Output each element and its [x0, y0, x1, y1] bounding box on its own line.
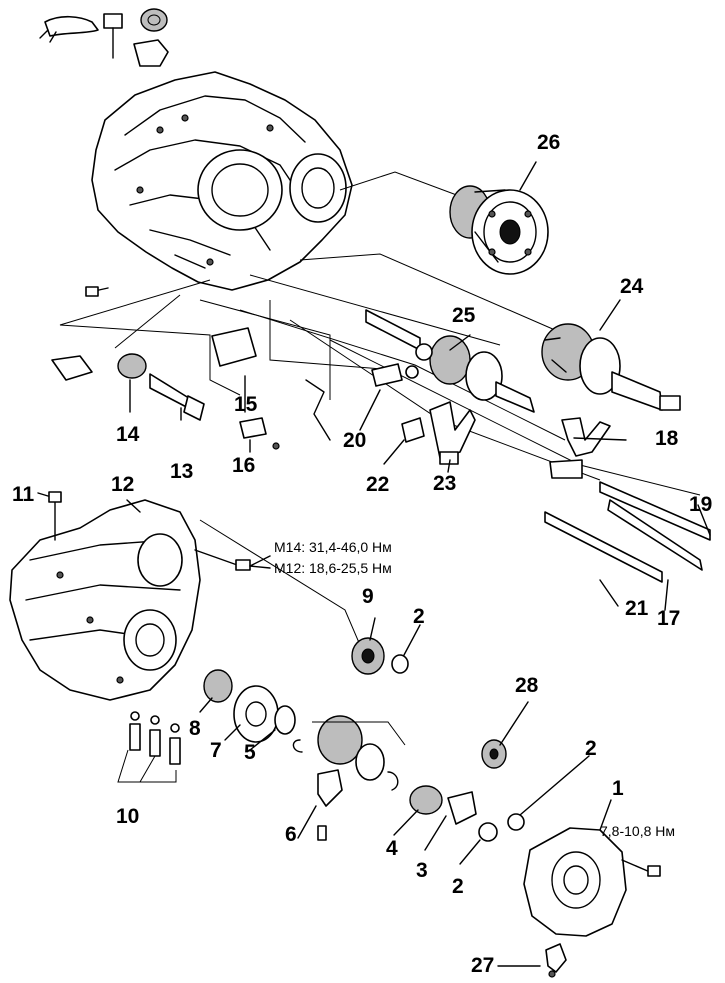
callout-6: 5 [244, 741, 256, 764]
torque-spec-m14: M14: 31,4-46,0 Нм [274, 539, 392, 555]
part-29 [481, 739, 507, 769]
input-shaft-part-26 [365, 309, 535, 413]
rear-cover-part-1 [523, 827, 661, 978]
callout-25: 24 [620, 275, 644, 298]
callout-2-upper: 2 [413, 605, 425, 628]
callout-1: 1 [612, 777, 624, 800]
callout-27: 26 [537, 131, 561, 154]
selector-parts-14-17 [51, 327, 280, 450]
callout-22: 21 [625, 597, 649, 620]
callout-17: 16 [232, 454, 256, 477]
callout-2-lower: 2 [585, 737, 597, 760]
callout-19: 18 [655, 427, 679, 450]
callout-23: 22 [366, 473, 390, 496]
callout-11: 10 [116, 805, 140, 828]
callout-leader-lines [37, 161, 711, 967]
gear-part-10 [351, 637, 409, 675]
callout-7: 6 [285, 823, 297, 846]
torque-spec-m12: M12: 18,6-25,5 Нм [274, 560, 392, 576]
callout-4: 3 [416, 859, 428, 882]
gear-train-parts [203, 669, 525, 842]
callout-28: 27 [471, 954, 495, 977]
detent-springs-part-11 [117, 711, 181, 783]
callout-20: 19 [689, 493, 713, 516]
callout-5: 4 [386, 837, 398, 860]
callout-26: 25 [452, 304, 476, 327]
callout-21: 20 [343, 429, 367, 452]
output-shaft-part-25 [541, 323, 681, 411]
upper-transmission-case [85, 71, 353, 297]
callout-14: 13 [170, 460, 194, 483]
callout-10: 9 [362, 585, 374, 608]
callout-29: 28 [515, 674, 539, 697]
interlock-parts-21-23 [305, 363, 425, 443]
callout-24: 23 [433, 472, 457, 495]
callout-18: 17 [657, 607, 681, 630]
callout-16: 15 [234, 393, 258, 416]
shift-lever-assembly [39, 8, 169, 67]
shift-forks-and-rails [429, 401, 711, 583]
differential-part-27 [449, 185, 549, 275]
callout-8: 7 [210, 739, 222, 762]
lower-transmission-case [9, 491, 251, 701]
torque-spec-cover-bolt: 7,8-10,8 Нм [600, 823, 675, 839]
callout-15: 14 [116, 423, 140, 446]
callout-12: 11 [12, 483, 35, 506]
callout-13: 12 [111, 473, 135, 496]
callout-9: 8 [189, 717, 201, 740]
callout-3: 2 [452, 875, 464, 898]
